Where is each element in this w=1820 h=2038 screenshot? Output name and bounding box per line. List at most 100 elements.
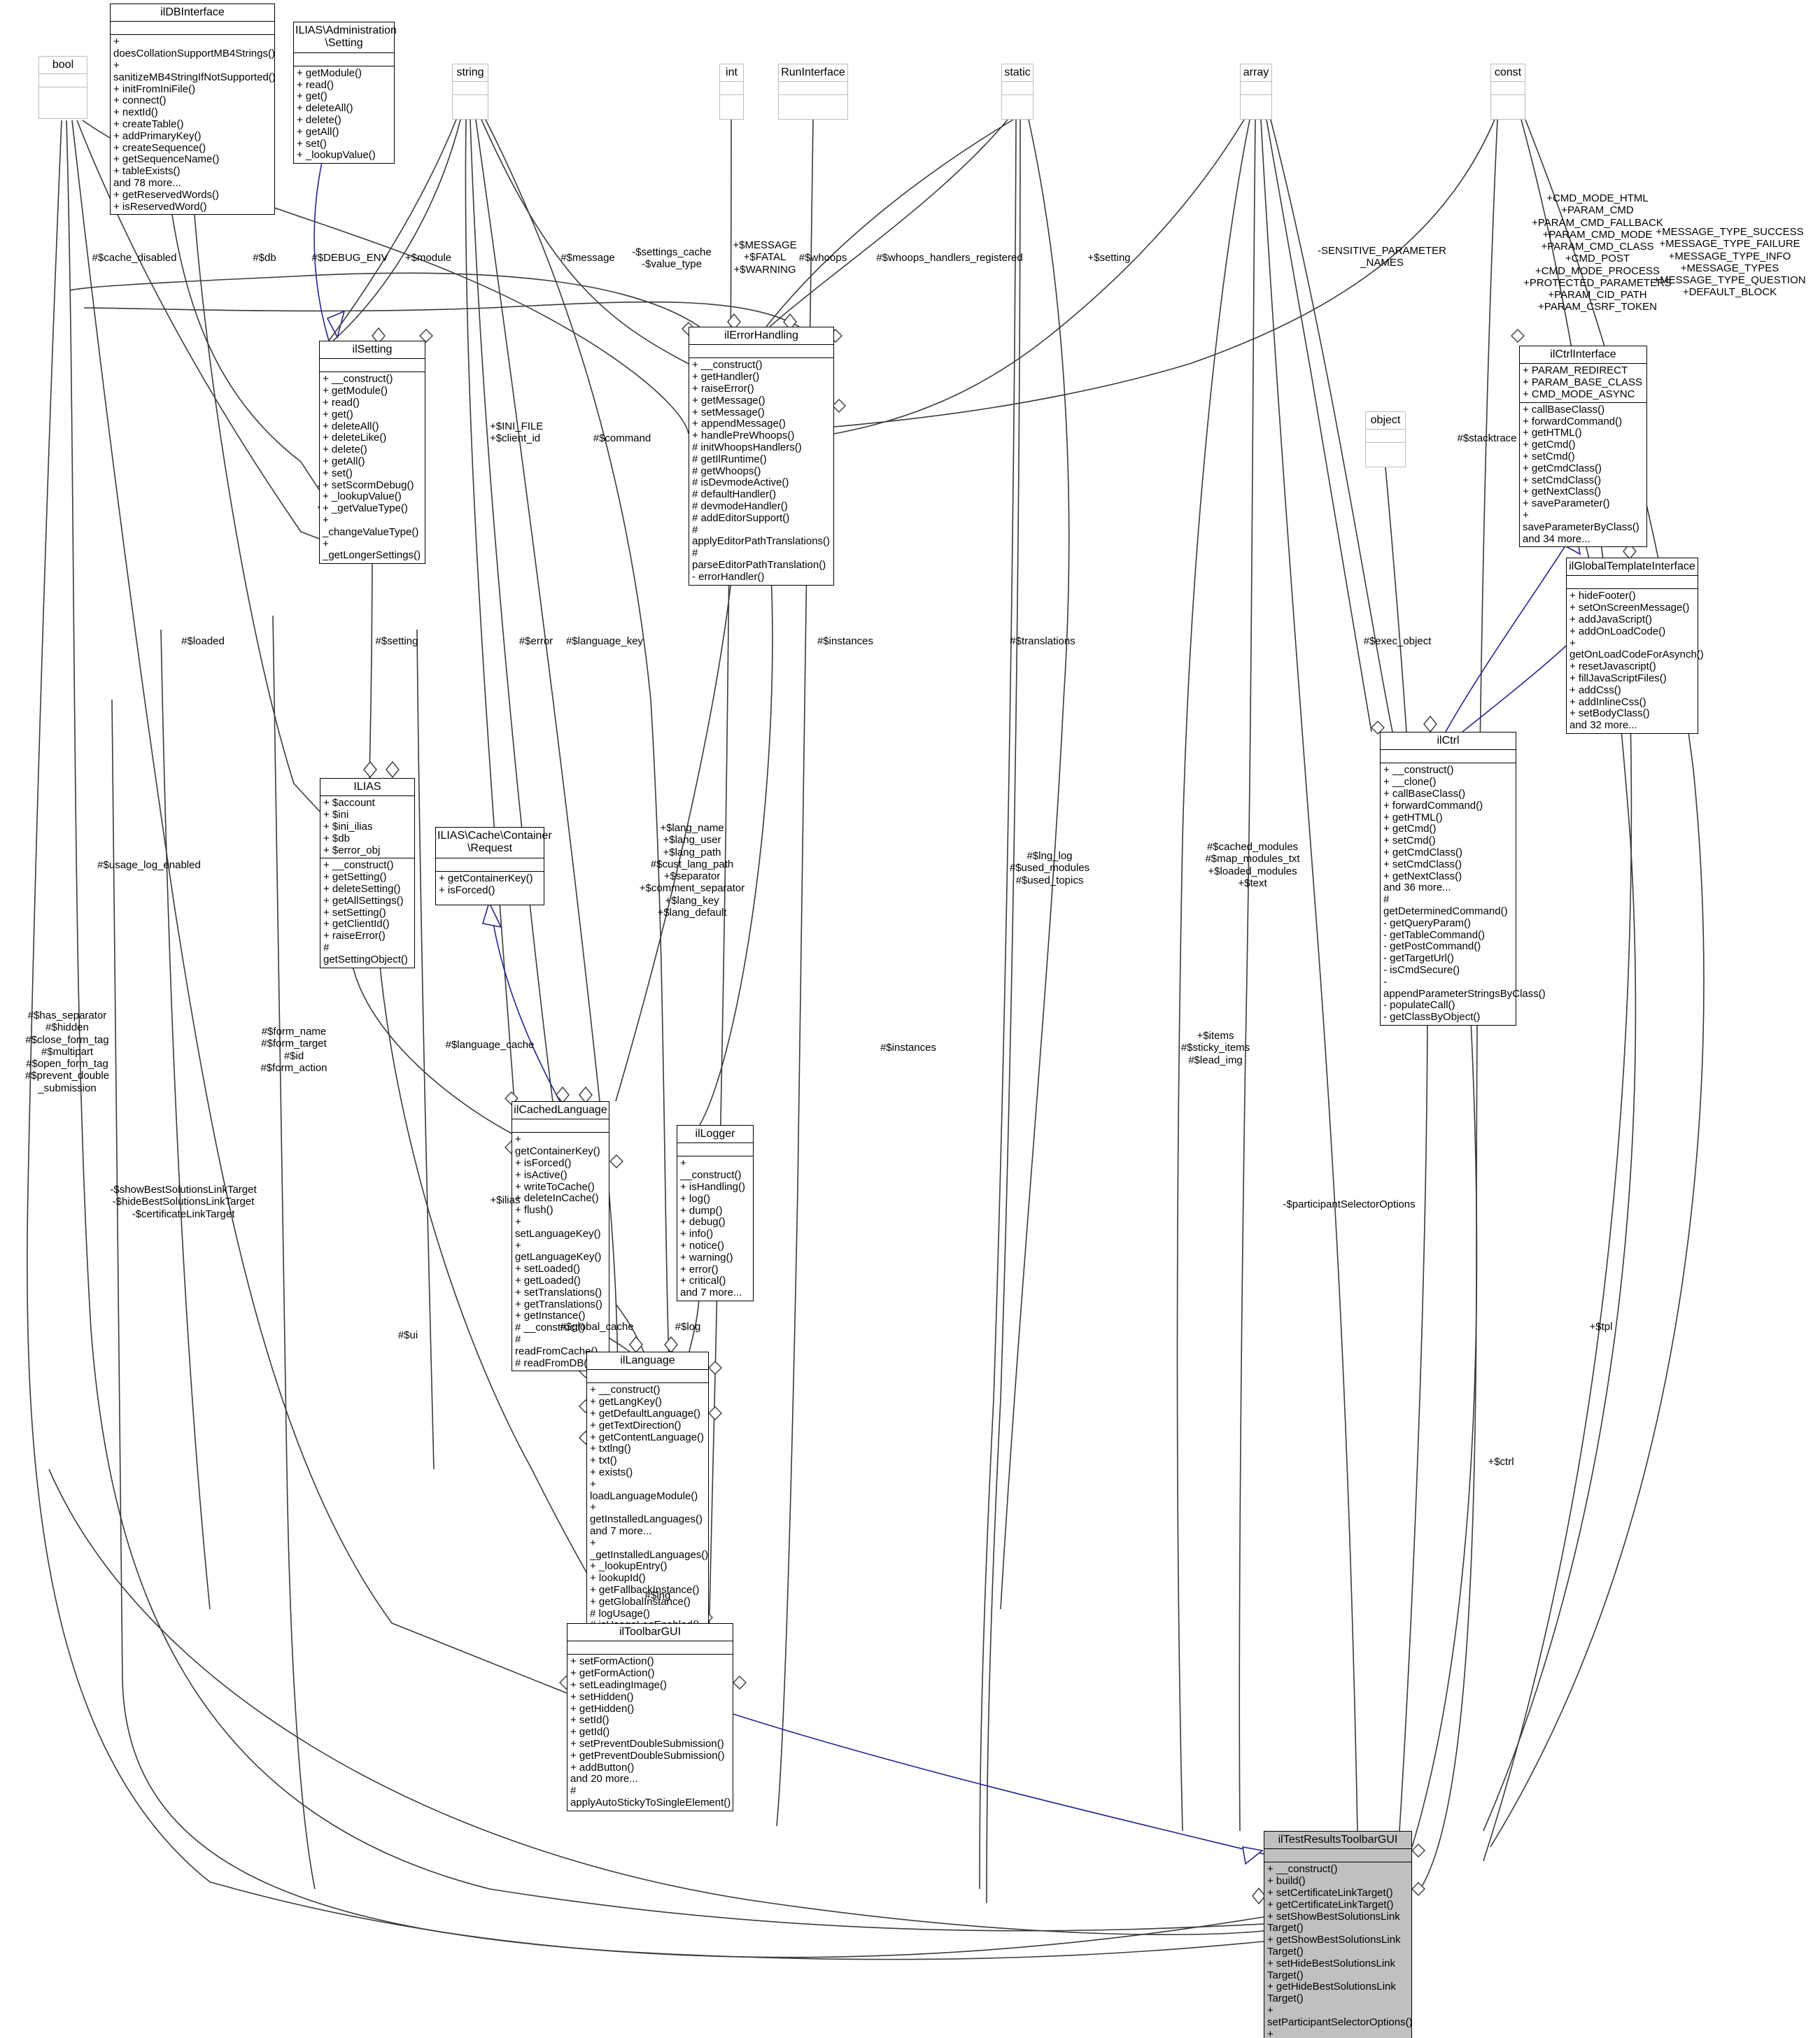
operation-row: + isHandling() bbox=[680, 1180, 745, 1193]
class-title: array bbox=[1241, 64, 1271, 83]
edge-label-lng: #$lng bbox=[644, 1590, 671, 1601]
operation-row: + _getLongerSettings() bbox=[323, 537, 421, 562]
operation-row: + getSetting() bbox=[323, 871, 387, 884]
class-node-string[interactable]: string bbox=[452, 64, 488, 120]
class-node-ilCtrl[interactable]: ilCtrl+ __construct()+ __clone()+ callBa… bbox=[1380, 732, 1546, 1026]
class-node-ILIAS_Administration_Setting[interactable]: ILIAS\Administration \Setting+ getModule… bbox=[293, 22, 397, 164]
operation-row: + getGlobalInstance() bbox=[590, 1595, 691, 1608]
edge-label-cached_modules: #$cached_modules #$map_modules_txt +$loa… bbox=[1205, 841, 1300, 889]
class-node-RunInterface[interactable]: RunInterface bbox=[778, 64, 848, 120]
class-node-ilErrorHandling[interactable]: ilErrorHandling+ __construct()+ getHandl… bbox=[689, 327, 834, 586]
operation-row: + _getValueType() bbox=[323, 502, 408, 515]
operation-row: + sanitizeMB4StringIfNotSupported() bbox=[113, 59, 276, 83]
class-node-ILIAS_Cache_Container_Request[interactable]: ILIAS\Cache\Container \Request + getConta… bbox=[435, 827, 552, 905]
edge-label-message_types: +MESSAGE_TYPE_SUCCESS +MESSAGE_TYPE_FAIL… bbox=[1653, 226, 1806, 299]
operation-row: + resetJavascript() bbox=[1569, 660, 1656, 673]
class-operations: + doesCollationSupportMB4Strings()+ sani… bbox=[111, 35, 276, 214]
class-attributes bbox=[436, 858, 544, 872]
operation-row: + error() bbox=[680, 1263, 719, 1275]
class-title: ilLogger bbox=[677, 1126, 753, 1144]
operation-row: + setCmd() bbox=[1383, 835, 1436, 847]
operation-row: + get() bbox=[323, 408, 353, 420]
operation-row: + setHidden() bbox=[570, 1690, 634, 1703]
operation-row: + saveParameter() bbox=[1523, 497, 1610, 510]
edge-label-db: #$db bbox=[253, 252, 276, 264]
class-node-ilCtrlInterface[interactable]: ilCtrlInterface+ PARAM_REDIRECT+ PARAM_B… bbox=[1519, 346, 1647, 548]
class-node-ILIAS[interactable]: ILIAS+ $account+ $ini+ $ini_ilias+ $db+ … bbox=[320, 778, 415, 968]
operation-row: # readFromCache() bbox=[515, 1333, 598, 1357]
class-node-ilToolbarGUI[interactable]: ilToolbarGUI+ setFormAction()+ getFormAc… bbox=[567, 1623, 733, 1811]
operation-row: + read() bbox=[323, 396, 360, 409]
class-attributes bbox=[1002, 82, 1033, 96]
class-node-ilCachedLanguage[interactable]: ilCachedLanguage+ getContainerKey()+ isF… bbox=[512, 1101, 609, 1372]
class-node-ilSetting[interactable]: ilSetting+ __construct()+ getModule()+ r… bbox=[319, 341, 425, 565]
operation-row: + raiseError() bbox=[323, 930, 386, 942]
operation-row: + getOnLoadCodeForAsynch() bbox=[1569, 637, 1704, 661]
operation-row: + _lookupEntry() bbox=[590, 1560, 668, 1573]
edge-label-usage_log_enabled: #$usage_log_enabled bbox=[97, 859, 201, 871]
class-operations: + getContainerKey()+ isForced() bbox=[436, 872, 544, 898]
operation-row: + forwardCommand() bbox=[1383, 799, 1483, 812]
operation-row: + delete() bbox=[323, 444, 367, 456]
operation-row: + setCertificateLinkTarget() bbox=[1267, 1886, 1393, 1899]
class-node-ilGlobalTemplateInterface[interactable]: ilGlobalTemplateInterface+ hideFooter()+… bbox=[1566, 558, 1704, 734]
class-node-ilTestResultsToolbarGUI[interactable]: ilTestResultsToolbarGUI+ __construct()+ … bbox=[1264, 1831, 1413, 2038]
operation-row: + txtlng() bbox=[590, 1443, 631, 1455]
operation-row: and 7 more... bbox=[590, 1524, 652, 1537]
class-node-static[interactable]: static bbox=[1001, 64, 1034, 120]
operation-row: + getPreventDoubleSubmission() bbox=[570, 1749, 725, 1762]
class-title: ILIAS\Cache\Container \Request bbox=[436, 828, 552, 858]
operation-row: + setOnScreenMessage() bbox=[1569, 602, 1690, 614]
operation-row: + deleteAll() bbox=[297, 102, 353, 115]
class-operations: + callBaseClass()+ forwardCommand()+ get… bbox=[1520, 403, 1646, 547]
class-operations bbox=[720, 95, 743, 108]
operation-row: + getCmdClass() bbox=[1383, 846, 1462, 858]
edge-label-lang_vars: +$lang_name +$lang_user +$lang_path #$cu… bbox=[639, 822, 745, 919]
operation-row: and 32 more... bbox=[1569, 719, 1637, 732]
class-node-ilLogger[interactable]: ilLogger+ __construct()+ isHandling()+ l… bbox=[677, 1125, 754, 1301]
operation-row: + getParticipantSelectorOptions() bbox=[1267, 2028, 1274, 2038]
operation-row: + fillJavaScriptFiles() bbox=[1569, 672, 1667, 684]
class-node-array[interactable]: array bbox=[1240, 64, 1272, 120]
operation-row: # logUsage() bbox=[590, 1607, 650, 1620]
class-attributes bbox=[39, 74, 87, 88]
class-title: string bbox=[453, 64, 488, 83]
operation-row: - getClassByObject() bbox=[1383, 1011, 1481, 1024]
class-attributes bbox=[689, 345, 833, 359]
operation-row: + getModule() bbox=[323, 385, 388, 397]
operation-row: + setCmdClass() bbox=[1383, 858, 1462, 870]
operation-row: + notice() bbox=[680, 1239, 724, 1252]
operation-row: + _getInstalledLanguages() bbox=[590, 1536, 709, 1561]
operation-row: + writeToCache() bbox=[515, 1180, 595, 1193]
class-title: ilGlobalTemplateInterface bbox=[1567, 558, 1698, 576]
operation-row: + deleteSetting() bbox=[323, 882, 401, 895]
operation-row: + setCmd() bbox=[1523, 450, 1575, 462]
operation-row: - getQueryParam() bbox=[1383, 917, 1472, 929]
operation-row: + handlePreWhoops() bbox=[692, 430, 795, 442]
operation-row: + getHTML() bbox=[1383, 811, 1443, 823]
operation-row: + setTranslations() bbox=[515, 1286, 602, 1298]
class-node-bool[interactable]: bool bbox=[38, 56, 87, 119]
class-node-const[interactable]: const bbox=[1490, 64, 1525, 120]
class-title: ILIAS\Administration \Setting bbox=[294, 22, 397, 53]
class-attributes bbox=[1381, 750, 1516, 764]
operation-row: + getSequenceName() bbox=[113, 153, 220, 166]
edge-label-translations: #$translations bbox=[1010, 635, 1075, 647]
class-operations bbox=[1241, 95, 1271, 108]
class-title: ilCtrlInterface bbox=[1520, 346, 1646, 365]
operation-row: + getCertificateLinkTarget() bbox=[1267, 1898, 1394, 1911]
class-node-ilLanguage[interactable]: ilLanguage+ __construct()+ getLangKey()+… bbox=[586, 1352, 709, 1634]
class-title: ILIAS bbox=[320, 779, 414, 797]
edge-label-module: +$module bbox=[404, 252, 452, 264]
class-attributes: + $account+ $ini+ $ini_ilias+ $db+ $erro… bbox=[320, 796, 414, 859]
operation-row: + setCmdClass() bbox=[1523, 474, 1602, 486]
operation-row: + txt() bbox=[590, 1455, 617, 1467]
operation-row: + loadLanguageModule() bbox=[590, 1478, 698, 1502]
class-node-int[interactable]: int bbox=[719, 64, 744, 120]
class-node-ilDBInterface[interactable]: ilDBInterface+ doesCollationSupportMB4St… bbox=[110, 3, 276, 215]
class-attributes bbox=[1241, 82, 1271, 96]
operation-row: # parseEditorPathTranslation() bbox=[692, 547, 826, 571]
edge-label-global_cache: #$global_cache bbox=[560, 1321, 634, 1333]
class-attributes bbox=[587, 1370, 708, 1384]
class-node-object[interactable]: object bbox=[1365, 411, 1406, 467]
